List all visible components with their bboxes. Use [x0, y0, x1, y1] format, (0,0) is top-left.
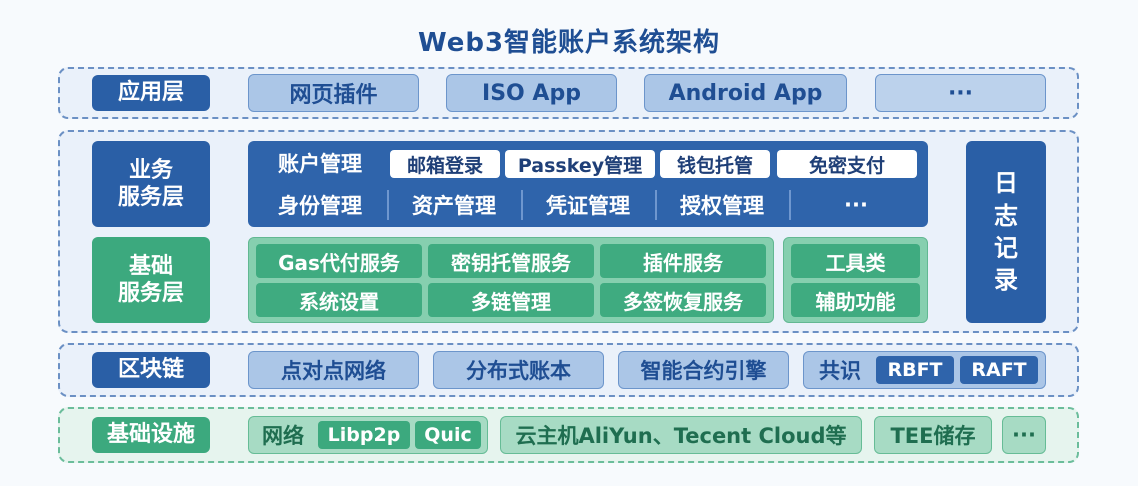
network-quic: Quic: [415, 421, 481, 449]
business-account-management: 账户管理: [256, 146, 384, 180]
log-char-1: 日: [994, 169, 1018, 198]
app-layer-label: 应用层: [92, 75, 210, 111]
business-wallet-custody: 钱包托管: [660, 150, 770, 178]
business-row2-divider-1: [387, 190, 389, 220]
base-plugin-service: 插件服务: [600, 244, 766, 278]
business-password-free-payment: 免密支付: [777, 150, 917, 178]
business-row2-divider-3: [655, 190, 657, 220]
infra-tee-storage: TEE储存: [874, 416, 992, 454]
base-key-custody: 密钥托管服务: [428, 244, 594, 278]
business-label-line1: 业务: [128, 157, 173, 183]
infra-cloud-hosts: 云主机AliYun、Tecent Cloud等: [500, 416, 862, 454]
business-layer-label: 业务 服务层: [92, 141, 210, 227]
log-char-3: 记: [994, 234, 1018, 262]
base-gas-sponsorship: Gas代付服务: [256, 244, 422, 278]
log-char-4: 录: [994, 266, 1018, 295]
blockchain-layer-label: 区块链: [92, 352, 210, 388]
base-auxiliary-functions: 辅助功能: [791, 283, 920, 317]
base-label-line1: 基础: [128, 253, 173, 279]
diagram-title: Web3智能账户系统架构: [417, 27, 721, 58]
business-passkey-management: Passkey管理: [505, 150, 655, 178]
business-label-line2: 服务层: [117, 185, 184, 210]
base-layer-label: 基础 服务层: [92, 237, 210, 323]
app-item-ios-app: ISO App: [446, 74, 617, 112]
app-item-android-app: Android App: [644, 74, 847, 112]
blockchain-consensus-label: 共识: [819, 359, 861, 383]
base-multisig-recovery: 多签恢复服务: [600, 283, 766, 317]
consensus-raft: RAFT: [960, 356, 1038, 384]
business-email-login: 邮箱登录: [390, 150, 500, 178]
base-tools: 工具类: [791, 244, 920, 278]
blockchain-distributed-ledger: 分布式账本: [433, 351, 604, 389]
infra-more: ···: [1002, 416, 1046, 454]
log-record-panel: 日 志 记 录: [966, 141, 1046, 323]
log-char-2: 志: [994, 201, 1018, 230]
app-item-web-plugin: 网页插件: [248, 74, 419, 112]
business-identity-management: 身份管理: [256, 188, 384, 222]
blockchain-p2p-network: 点对点网络: [248, 351, 419, 389]
business-asset-management: 资产管理: [390, 188, 518, 222]
business-row2-divider-2: [521, 190, 523, 220]
business-credential-management: 凭证管理: [524, 188, 652, 222]
consensus-rbft: RBFT: [876, 356, 954, 384]
app-item-more: ···: [875, 74, 1046, 112]
base-system-settings: 系统设置: [256, 283, 422, 317]
business-more: ···: [792, 188, 920, 222]
blockchain-smart-contract-engine: 智能合约引擎: [618, 351, 789, 389]
network-libp2p: Libp2p: [318, 421, 410, 449]
infra-layer-label: 基础设施: [92, 417, 210, 453]
base-multichain-management: 多链管理: [428, 283, 594, 317]
business-authorization-management: 授权管理: [658, 188, 786, 222]
infra-network-label: 网络: [262, 424, 304, 448]
base-label-line2: 服务层: [117, 281, 184, 306]
business-row2-divider-4: [789, 190, 791, 220]
